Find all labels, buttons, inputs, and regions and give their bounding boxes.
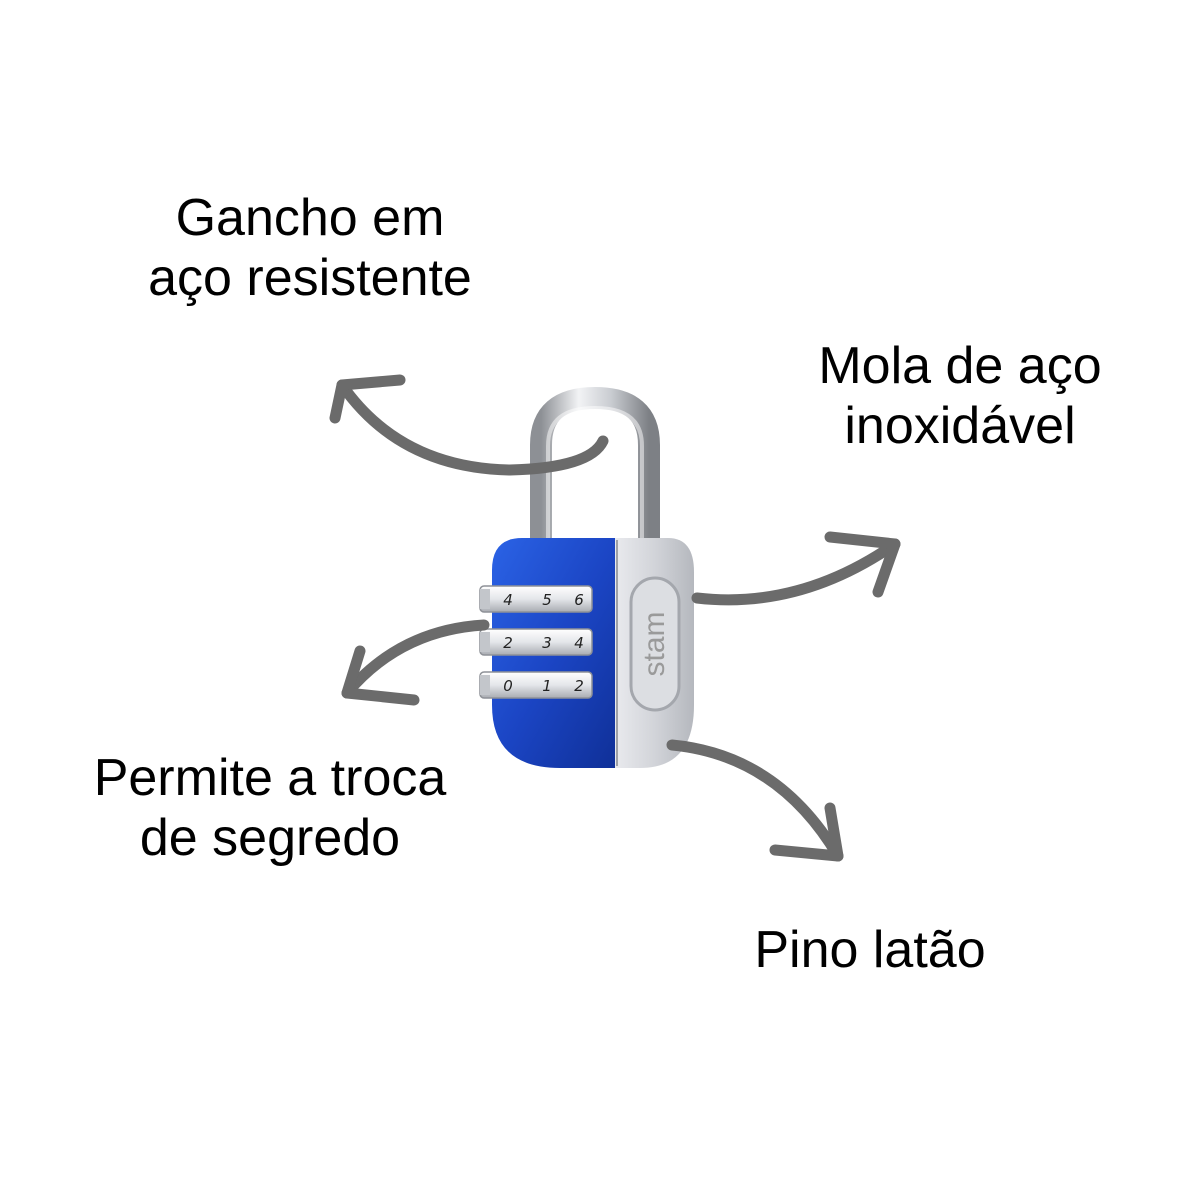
wheel-digit: 2 — [574, 677, 584, 695]
shackle — [530, 386, 660, 548]
code-change-label-line1: Permite a troca — [93, 749, 447, 807]
wheel-digit: 0 — [503, 677, 513, 695]
code-change-arrow — [341, 619, 490, 706]
wheel-digit: 3 — [542, 634, 552, 652]
spring-label-line2: inoxidável — [844, 397, 1076, 455]
wheel-edge — [480, 675, 490, 695]
spring-label: Mola de aço inoxidável — [780, 336, 1140, 456]
wheel-digit: 4 — [503, 591, 513, 609]
combination-wheels: 4 5 6 2 3 4 0 1 2 — [479, 585, 593, 699]
pin-label: Pino latão — [700, 920, 1040, 980]
code-change-label-line2: de segredo — [139, 809, 401, 867]
code-change-label: Permite a troca de segredo — [50, 748, 490, 868]
wheel-edge — [480, 632, 490, 652]
shackle-arrow — [329, 374, 609, 476]
shackle-label-line1: Gancho em — [175, 189, 445, 247]
shackle-label-line2: aço resistente — [148, 249, 472, 307]
wheel-digit: 6 — [574, 591, 584, 609]
wheel-digit: 1 — [542, 677, 552, 695]
pin-label-line1: Pino latão — [754, 921, 986, 979]
wheel-digit: 4 — [574, 634, 584, 652]
wheel-digit: 2 — [503, 634, 513, 652]
brand-plate — [629, 576, 681, 712]
wheel-edge — [480, 589, 490, 609]
brand-logo: stam — [638, 611, 671, 676]
pin-arrow — [666, 739, 844, 862]
spring-arrow — [691, 531, 901, 606]
spring-label-line1: Mola de aço — [818, 337, 1102, 395]
wheel-digit: 5 — [542, 591, 552, 609]
shackle-label: Gancho em aço resistente — [100, 188, 520, 308]
